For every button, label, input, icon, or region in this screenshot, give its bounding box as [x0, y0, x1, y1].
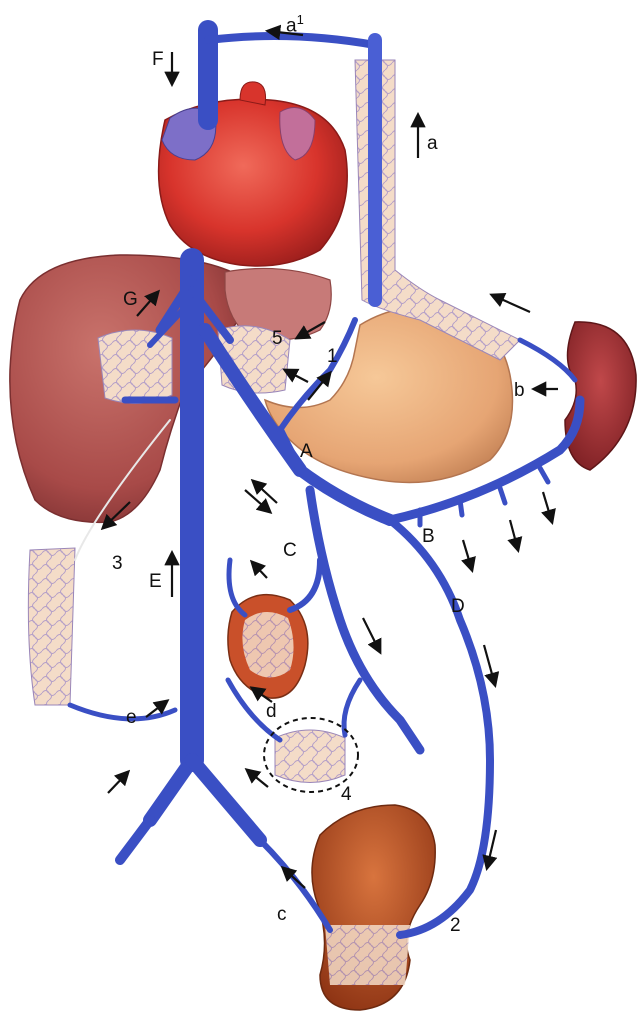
label-a: a	[427, 134, 438, 153]
liver-plexus-left	[98, 330, 172, 403]
arrow-short-gastric	[492, 295, 530, 312]
retroperitoneal-plexus	[28, 548, 75, 705]
label-a1: a1	[286, 13, 304, 35]
arrow-c	[283, 868, 305, 888]
label-D: D	[451, 597, 465, 616]
label-A: A	[300, 442, 313, 461]
arrow-iliac-left	[108, 772, 128, 793]
label-G: G	[123, 290, 138, 309]
label-1: 1	[327, 347, 338, 366]
label-B: B	[422, 527, 435, 546]
label-d: d	[266, 702, 277, 721]
arrow-splenic-1	[543, 492, 552, 522]
label-C: C	[283, 541, 297, 560]
label-3: 3	[112, 554, 123, 573]
arrow-iliac-right	[247, 770, 268, 787]
label-E: E	[149, 572, 162, 591]
arrow-C	[363, 618, 380, 652]
label-2: 2	[450, 916, 461, 935]
arrow-renal	[252, 562, 267, 578]
label-c: c	[277, 905, 287, 924]
label-F: F	[152, 50, 164, 69]
arrow-D-1	[484, 645, 495, 685]
arrow-to-plexus	[285, 370, 308, 382]
label-5: 5	[272, 329, 283, 348]
label-a1-superscript: 1	[297, 12, 304, 27]
label-4: 4	[341, 785, 352, 804]
arrow-splenic-3	[463, 540, 472, 570]
label-b: b	[514, 381, 525, 400]
arrow-splenic-2	[510, 520, 518, 550]
plexus-4	[275, 730, 345, 783]
spleen	[565, 322, 636, 470]
label-e: e	[126, 708, 137, 727]
